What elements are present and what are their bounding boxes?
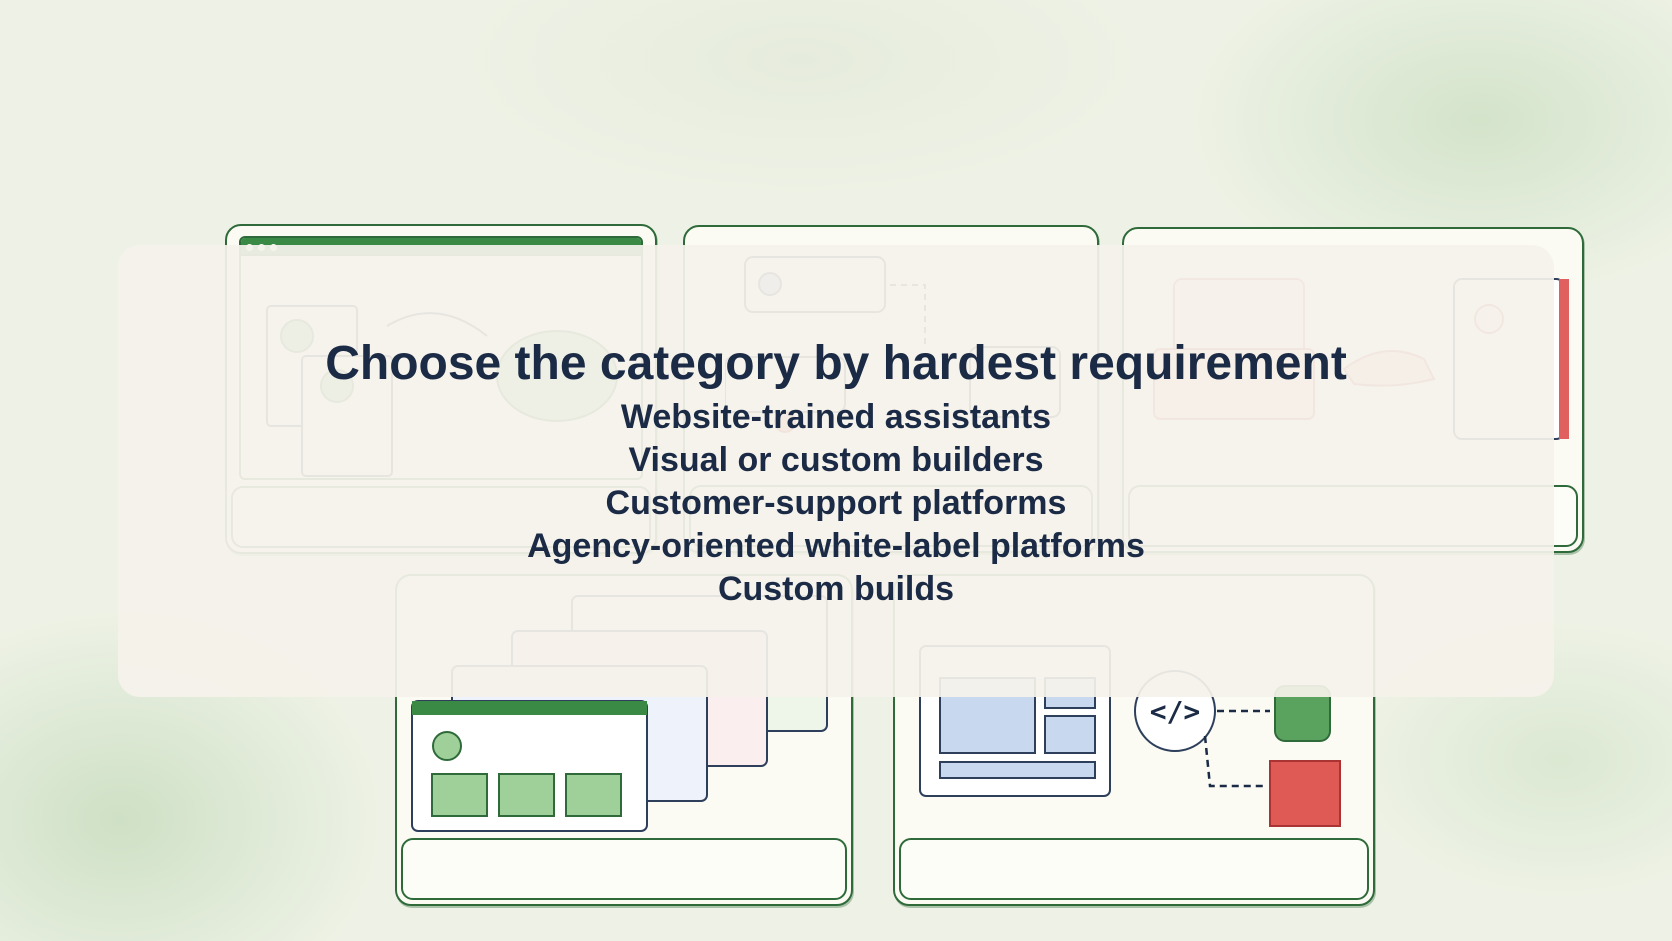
- category-visual-builders: Visual or custom builders: [628, 441, 1044, 479]
- svg-text:</>: </>: [1150, 695, 1201, 728]
- overlay-panel: [118, 245, 1554, 697]
- category-website-trained: Website-trained assistants: [620, 398, 1052, 436]
- card-footer: [899, 838, 1369, 900]
- page-title: Choose the category by hardest requireme…: [325, 337, 1347, 390]
- category-white-label: Agency-oriented white-label platforms: [527, 527, 1145, 565]
- category-support-platforms: Customer-support platforms: [605, 484, 1067, 522]
- category-list: Website-trained assistants Visual or cus…: [0, 396, 1672, 611]
- card-footer: [401, 838, 847, 900]
- category-custom-builds: Custom builds: [717, 570, 955, 608]
